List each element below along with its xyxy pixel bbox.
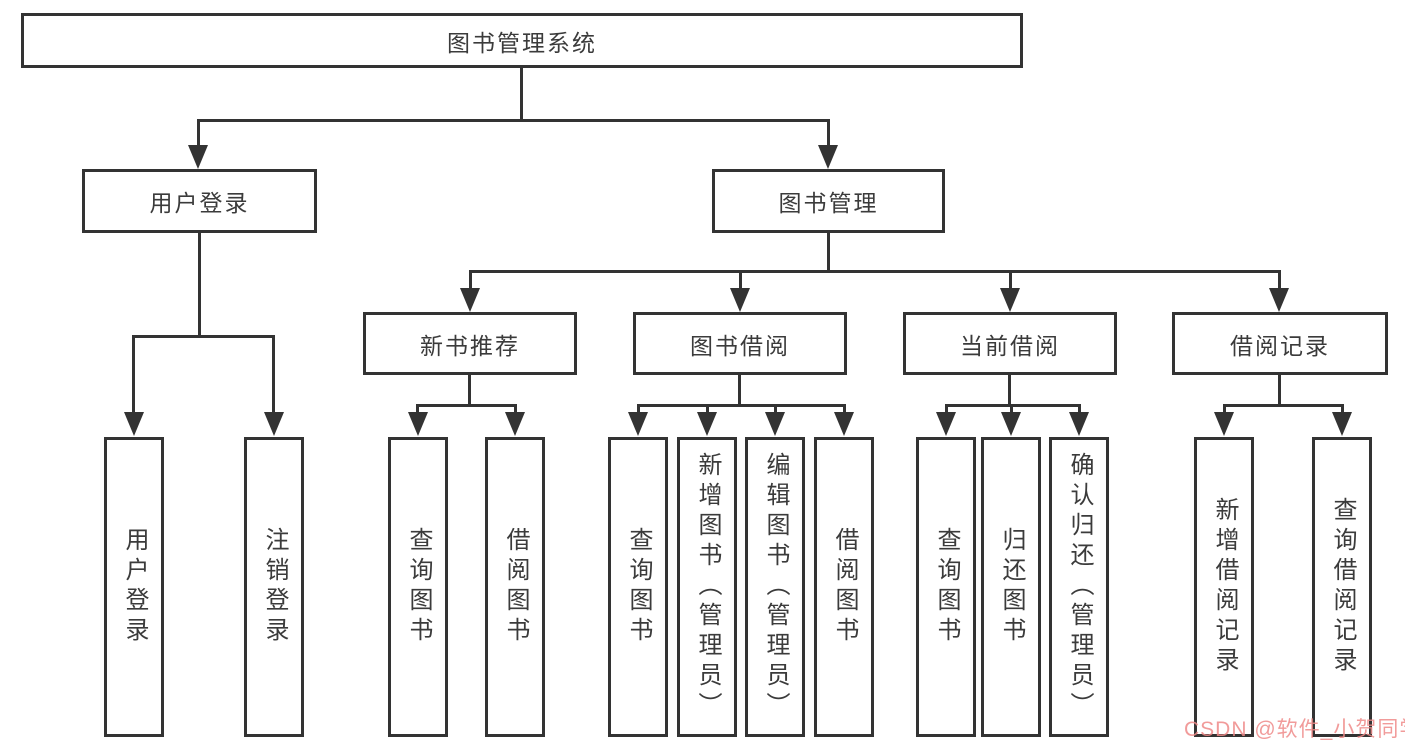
leaf-query-books-borrow: 查询图书: [608, 437, 668, 737]
node-label: 图书借阅: [690, 332, 790, 359]
leaf-label: 用户登录: [121, 527, 148, 647]
leaf-query-borrow-record: 查询借阅记录: [1312, 437, 1372, 737]
connector-borrow-rail: [637, 404, 845, 407]
connector-stem: [774, 404, 777, 414]
leaf-borrow-books-newbook: 借阅图书: [485, 437, 545, 737]
leaf-edit-books-admin: 编辑图书（管理员）: [745, 437, 805, 737]
leaf-label: 查询图书: [405, 527, 432, 647]
connector-stem: [469, 270, 472, 290]
connector-records-stub: [1278, 375, 1281, 406]
arrow-down-icon: [1214, 412, 1234, 436]
leaf-label: 新增图书（管理员）: [694, 452, 721, 722]
arrow-down-icon: [765, 412, 785, 436]
node-book-management: 图书管理: [712, 169, 945, 233]
leaf-add-borrow-record: 新增借阅记录: [1194, 437, 1254, 737]
leaf-label: 查询借阅记录: [1329, 497, 1356, 677]
csdn-watermark: CSDN @软件_小贺同学: [1184, 718, 1405, 741]
leaf-label: 借阅图书: [502, 527, 529, 647]
leaf-label: 查询图书: [933, 527, 960, 647]
leaf-confirm-return-admin: 确认归还（管理员）: [1049, 437, 1109, 737]
arrow-down-icon: [124, 412, 144, 436]
leaf-label: 归还图书: [998, 527, 1025, 647]
connector-stem: [843, 404, 846, 414]
connector-stem: [706, 404, 709, 414]
node-label: 图书管理系统: [447, 29, 597, 56]
arrow-down-icon: [460, 288, 480, 312]
connector-userlogin-rail: [132, 335, 275, 338]
connector-stem: [739, 270, 742, 290]
arrow-down-icon: [1000, 288, 1020, 312]
node-new-book-recommend: 新书推荐: [363, 312, 577, 375]
leaf-borrow-books: 借阅图书: [814, 437, 874, 737]
arrow-down-icon: [628, 412, 648, 436]
connector-stem: [272, 335, 275, 413]
connector-stem: [197, 119, 200, 147]
connector-stem: [1278, 270, 1281, 290]
arrow-down-icon: [697, 412, 717, 436]
connector-stem: [416, 404, 419, 414]
connector-userlogin-stub: [198, 233, 201, 337]
connector-current-stub: [1008, 375, 1011, 406]
node-book-borrowing: 图书借阅: [633, 312, 847, 375]
arrow-down-icon: [408, 412, 428, 436]
connector-stem: [1223, 404, 1226, 414]
node-label: 图书管理: [778, 190, 879, 216]
arrow-down-icon: [188, 145, 208, 169]
leaf-query-books-newbook: 查询图书: [388, 437, 448, 737]
connector-stem: [514, 404, 517, 414]
node-label: 借阅记录: [1230, 332, 1330, 359]
arrow-down-icon: [1069, 412, 1089, 436]
leaf-label: 编辑图书（管理员）: [762, 452, 789, 722]
connector-newbook-stub: [468, 375, 471, 406]
connector-stem: [945, 404, 948, 414]
leaf-add-books-admin: 新增图书（管理员）: [677, 437, 737, 737]
node-label: 新书推荐: [420, 332, 520, 359]
connector-stem: [132, 335, 135, 413]
connector-records-rail: [1223, 404, 1344, 407]
leaf-label: 借阅图书: [831, 527, 858, 647]
arrow-down-icon: [264, 412, 284, 436]
connector-stem: [1341, 404, 1344, 414]
arrow-down-icon: [834, 412, 854, 436]
arrow-down-icon: [730, 288, 750, 312]
connector-stem: [1010, 404, 1013, 414]
connector-newbook-rail: [416, 404, 517, 407]
leaf-label: 新增借阅记录: [1211, 497, 1238, 677]
arrow-down-icon: [505, 412, 525, 436]
node-label: 用户登录: [149, 190, 250, 216]
leaf-label: 确认归还（管理员）: [1066, 452, 1093, 722]
leaf-label: 注销登录: [261, 527, 288, 647]
connector-bookmgmt-rail: [469, 270, 1281, 273]
arrow-down-icon: [1332, 412, 1352, 436]
node-borrowing-records: 借阅记录: [1172, 312, 1388, 375]
connector-stem: [827, 119, 830, 147]
leaf-query-books-current: 查询图书: [916, 437, 976, 737]
connector-borrow-stub: [738, 375, 741, 406]
connector-stem: [637, 404, 640, 414]
arrow-down-icon: [1269, 288, 1289, 312]
connector-stem: [1078, 404, 1081, 414]
leaf-user-login: 用户登录: [104, 437, 164, 737]
node-current-borrowing: 当前借阅: [903, 312, 1117, 375]
arrow-down-icon: [936, 412, 956, 436]
connector-bookmgmt-stub: [827, 233, 830, 272]
connector-stem: [1009, 270, 1012, 290]
connector-root-rail: [198, 119, 830, 122]
leaf-return-books: 归还图书: [981, 437, 1041, 737]
arrow-down-icon: [818, 145, 838, 169]
connector-root-stub: [520, 68, 523, 121]
node-user-login: 用户登录: [82, 169, 317, 233]
arrow-down-icon: [1001, 412, 1021, 436]
leaf-logout: 注销登录: [244, 437, 304, 737]
leaf-label: 查询图书: [625, 527, 652, 647]
node-library-system: 图书管理系统: [21, 13, 1023, 68]
node-label: 当前借阅: [960, 332, 1060, 359]
